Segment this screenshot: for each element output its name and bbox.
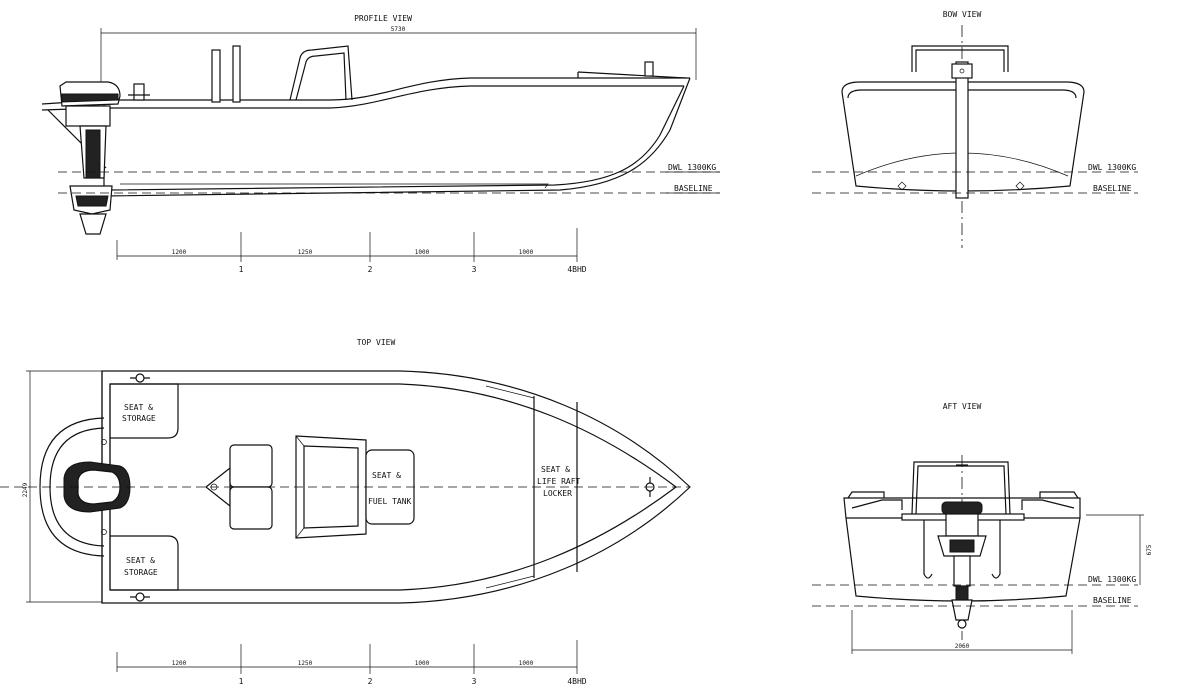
seat-fuel-label: SEAT & <box>372 471 401 480</box>
aft-baseline-label: BASELINE <box>1093 596 1132 605</box>
top-view: TOP VIEW 2249 SEAT & STORAGE SEAT & STOR… <box>0 338 691 686</box>
profile-outboard-motor-icon <box>59 81 121 235</box>
profile-dwl-label: DWL 1300KG <box>668 163 716 172</box>
seat-storage-label-bottom: STORAGE <box>124 568 158 577</box>
aft-width-label: 2060 <box>955 643 970 650</box>
top-station-dims: 1200 1250 1000 1000 1 2 3 4BHD <box>116 640 587 686</box>
seat-storage-label-top: SEAT & <box>124 403 153 412</box>
cleat-icon <box>130 373 150 383</box>
station-spacing: 1000 <box>415 249 430 256</box>
pedestal-seat <box>205 444 273 530</box>
station-spacing: 1250 <box>298 249 313 256</box>
life-raft-label: LIFE RAFT <box>537 477 581 486</box>
aft-dwl-label: DWL 1300KG <box>1088 575 1136 584</box>
seat-storage-label-top: STORAGE <box>122 414 156 423</box>
profile-view: PROFILE VIEW 5730 <box>41 14 720 274</box>
seat-storage-compartment-bottom <box>110 535 179 591</box>
center-console <box>295 435 367 539</box>
station-label: 1 <box>239 265 244 274</box>
profile-hull-sheer <box>106 77 690 101</box>
station-label: 3 <box>472 677 477 686</box>
cleat-icon <box>130 592 150 602</box>
station-label: 3 <box>472 265 477 274</box>
profile-hull-bottom <box>103 77 691 197</box>
profile-station-dims: 1200 1250 1000 1000 1 2 3 4BHD <box>116 228 587 274</box>
seat-storage-label-bottom: SEAT & <box>126 556 155 565</box>
station-spacing: 1000 <box>519 660 534 667</box>
station-label: 2 <box>368 677 373 686</box>
life-raft-label: SEAT & <box>541 465 570 474</box>
aft-outboard-motor-icon <box>937 501 987 629</box>
top-view-title: TOP VIEW <box>357 338 396 347</box>
station-spacing: 1200 <box>172 249 187 256</box>
seat-fuel-label: FUEL TANK <box>368 497 412 506</box>
bow-view-title: BOW VIEW <box>943 10 982 19</box>
overall-length-label: 5730 <box>391 26 406 33</box>
bow-view: BOW VIEW DWL 1300KG BASELINE <box>812 10 1138 248</box>
station-spacing: 1000 <box>519 249 534 256</box>
station-spacing: 1200 <box>172 660 187 667</box>
engine-bracket <box>39 417 105 557</box>
console-frame <box>289 45 353 101</box>
station-label: 4BHD <box>567 265 586 274</box>
station-label: 1 <box>239 677 244 686</box>
bow-baseline-label: BASELINE <box>1093 184 1132 193</box>
bow-dwl-label: DWL 1300KG <box>1088 163 1136 172</box>
bow-cleat <box>644 61 654 77</box>
aft-view: AFT VIEW DWL 1300KG BASELI <box>812 402 1153 654</box>
aft-view-title: AFT VIEW <box>943 402 982 411</box>
profile-view-title: PROFILE VIEW <box>354 14 412 23</box>
profile-baseline-label: BASELINE <box>674 184 713 193</box>
station-spacing: 1000 <box>415 660 430 667</box>
station-spacing: 1250 <box>298 660 313 667</box>
bow-hull <box>841 81 1085 192</box>
station-label: 2 <box>368 265 373 274</box>
station-label: 4BHD <box>567 677 586 686</box>
life-raft-label: LOCKER <box>543 489 572 498</box>
seat-storage-compartment-top <box>110 383 179 439</box>
aft-height-label: 675 <box>1146 544 1153 555</box>
beam-label: 2249 <box>22 482 29 497</box>
